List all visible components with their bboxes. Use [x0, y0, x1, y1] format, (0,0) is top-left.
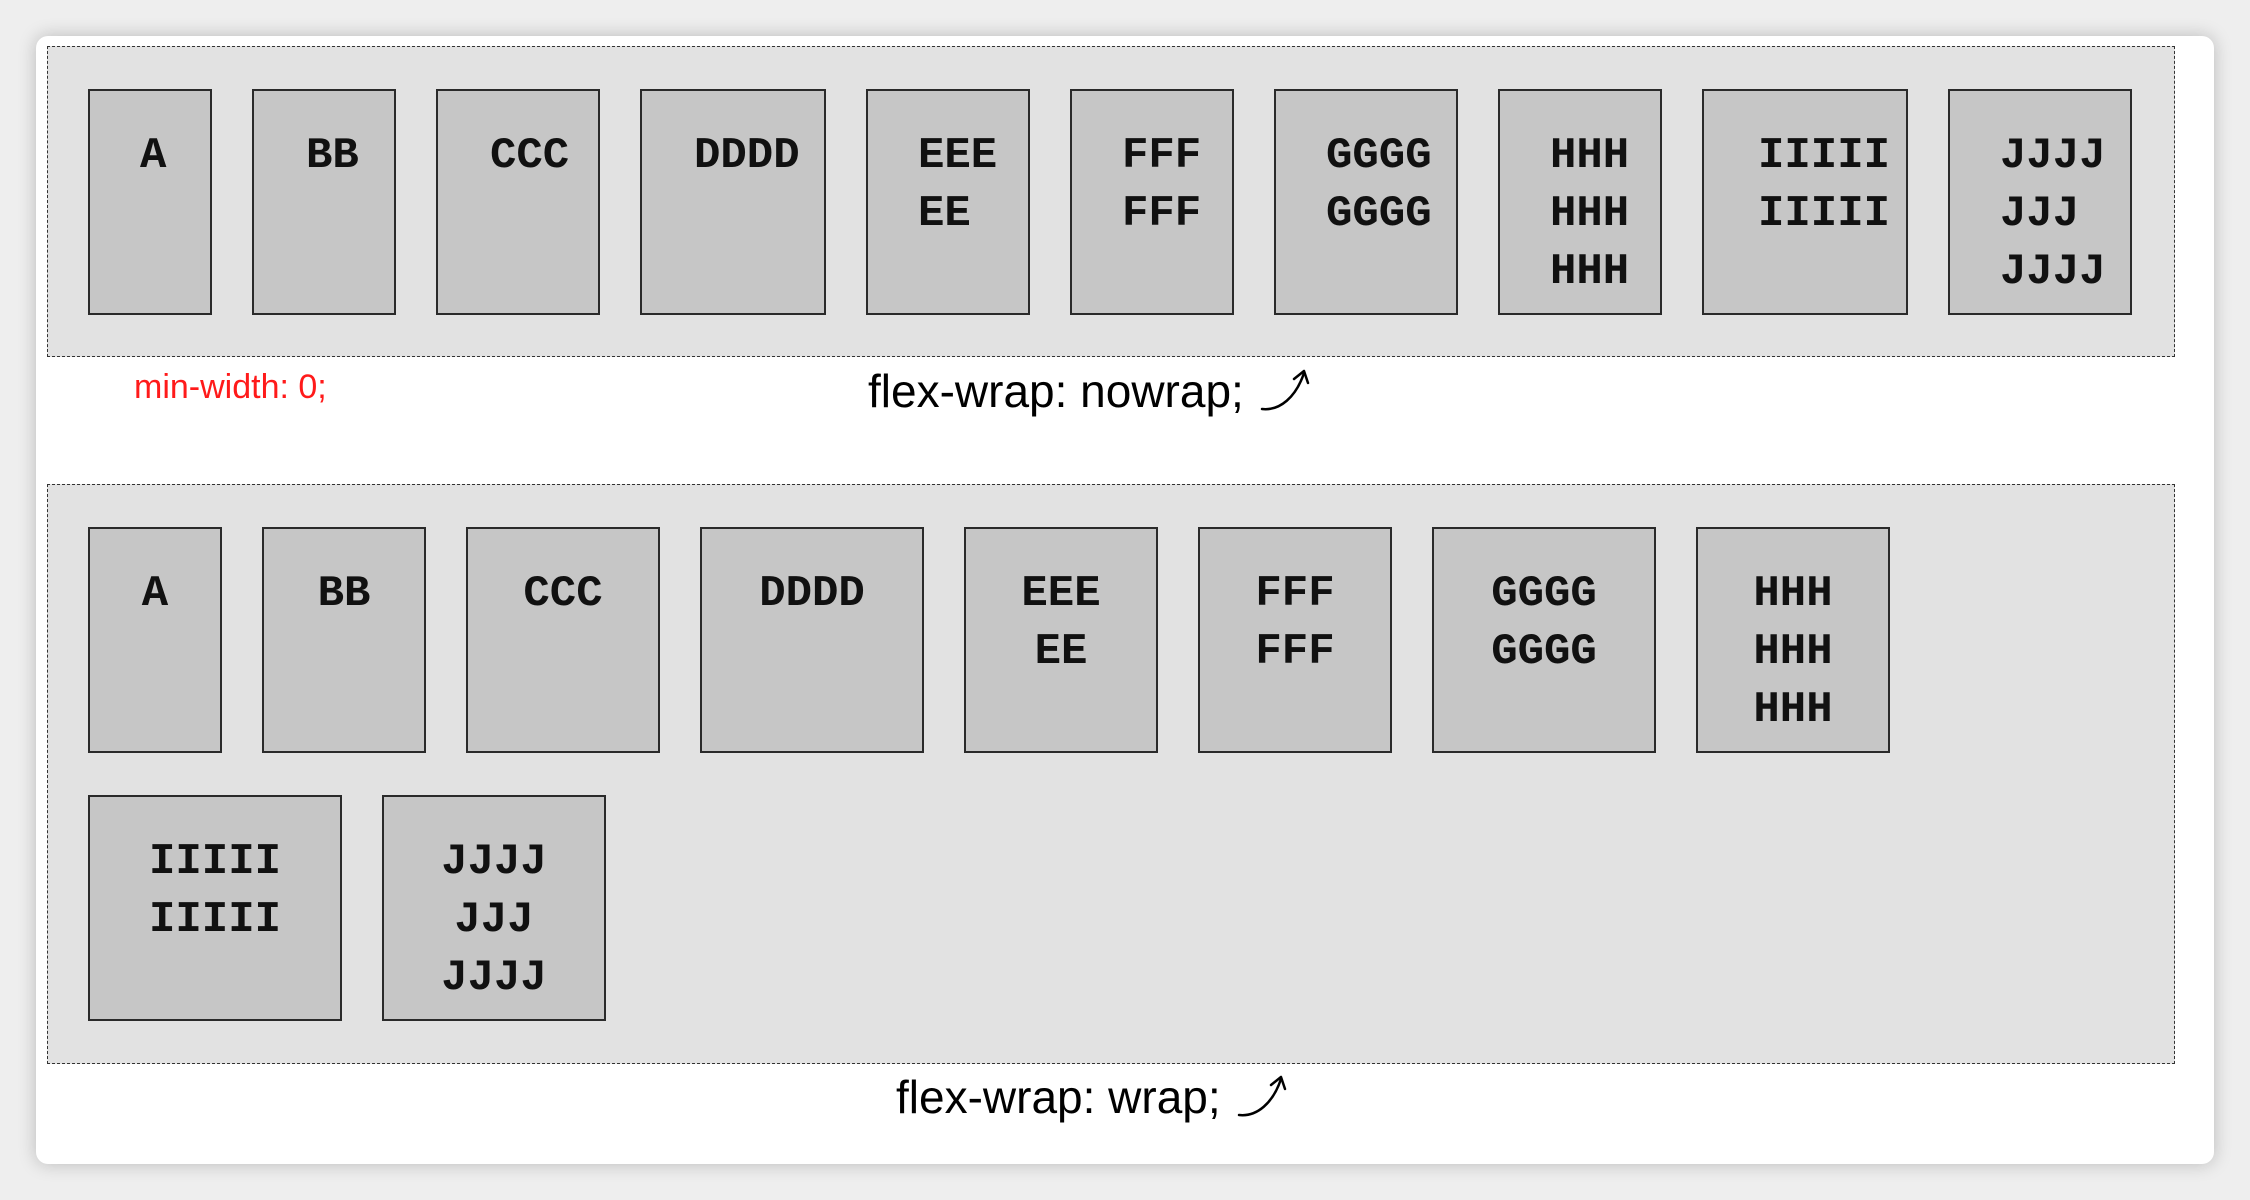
nowrap-item-b: BB — [252, 89, 396, 315]
curved-up-arrow-icon — [1260, 369, 1310, 411]
nowrap-item-f: FFF FFF — [1070, 89, 1234, 315]
item-text: DDDD — [759, 569, 865, 619]
nowrap-caption: flex-wrap: nowrap; — [868, 364, 1314, 418]
wrap-flex-container: A BB CCC DDDD EEE EE FFF FFF GGGG GGGG H… — [47, 484, 2175, 1064]
item-text: FFF — [1255, 569, 1335, 619]
item-text: BB — [317, 569, 371, 619]
min-width-note: min-width: 0; — [134, 368, 327, 406]
item-text: FFF — [1122, 131, 1202, 181]
wrap-item-e: EEE EE — [964, 527, 1158, 753]
nowrap-item-j: JJJJ JJJ JJJJ — [1948, 89, 2132, 315]
wrap-caption: flex-wrap: wrap; — [896, 1070, 1291, 1124]
wrap-item-j: JJJJ JJJ JJJJ — [382, 795, 606, 1021]
item-text: EEE — [1021, 569, 1101, 619]
wrap-item-c: CCC — [466, 527, 660, 753]
nowrap-item-i: IIIII IIIII — [1702, 89, 1908, 315]
nowrap-item-g: GGGG GGGG — [1274, 89, 1458, 315]
wrap-item-f: FFF FFF — [1198, 527, 1392, 753]
item-text: A — [141, 569, 169, 619]
item-text: GGGG — [1326, 131, 1432, 181]
item-text: JJJJ — [2000, 247, 2106, 297]
item-text: A — [140, 131, 167, 181]
item-text: IIIII — [148, 837, 282, 887]
item-text: IIIII — [1758, 189, 1891, 239]
item-text: EE — [1034, 627, 1088, 677]
item-text: IIIII — [148, 895, 282, 945]
nowrap-item-h: HHH HHH HHH — [1498, 89, 1662, 315]
curved-up-arrow-icon — [1237, 1075, 1286, 1117]
nowrap-item-d: DDDD — [640, 89, 826, 315]
wrap-item-d: DDDD — [700, 527, 924, 753]
item-text: HHH — [1753, 569, 1833, 619]
caption-text: flex-wrap: wrap; — [896, 1071, 1221, 1123]
item-text: IIIII — [1758, 131, 1891, 181]
item-text: JJJJ — [441, 837, 547, 887]
item-text: JJJ — [454, 895, 534, 945]
wrap-item-g: GGGG GGGG — [1432, 527, 1656, 753]
item-text: FFF — [1122, 189, 1202, 239]
item-text: EE — [918, 189, 971, 239]
item-text: BB — [306, 131, 359, 181]
item-text: GGGG — [1491, 627, 1597, 677]
item-text: JJJ — [2000, 189, 2080, 239]
nowrap-item-a: A — [88, 89, 212, 315]
item-text: HHH — [1550, 189, 1630, 239]
item-text: GGGG — [1326, 189, 1432, 239]
item-text: HHH — [1753, 685, 1833, 735]
item-text: JJJJ — [441, 953, 547, 1003]
item-text: JJJJ — [2000, 131, 2106, 181]
wrap-item-i: IIIII IIIII — [88, 795, 342, 1021]
nowrap-item-c: CCC — [436, 89, 600, 315]
item-text: HHH — [1550, 247, 1630, 297]
item-text: HHH — [1753, 627, 1833, 677]
wrap-item-a: A — [88, 527, 222, 753]
item-text: DDDD — [694, 131, 800, 181]
wrap-item-b: BB — [262, 527, 426, 753]
item-text: EEE — [918, 131, 998, 181]
nowrap-item-e: EEE EE — [866, 89, 1030, 315]
item-text: GGGG — [1491, 569, 1597, 619]
caption-text: flex-wrap: nowrap; — [868, 365, 1244, 417]
item-text: CCC — [523, 569, 603, 619]
item-text: CCC — [490, 131, 570, 181]
nowrap-flex-container: A BB CCC DDDD EEE EE FFF FFF GGGG GGGG H… — [47, 46, 2175, 357]
item-text: FFF — [1255, 627, 1335, 677]
item-text: HHH — [1550, 131, 1630, 181]
wrap-item-h: HHH HHH HHH — [1696, 527, 1890, 753]
